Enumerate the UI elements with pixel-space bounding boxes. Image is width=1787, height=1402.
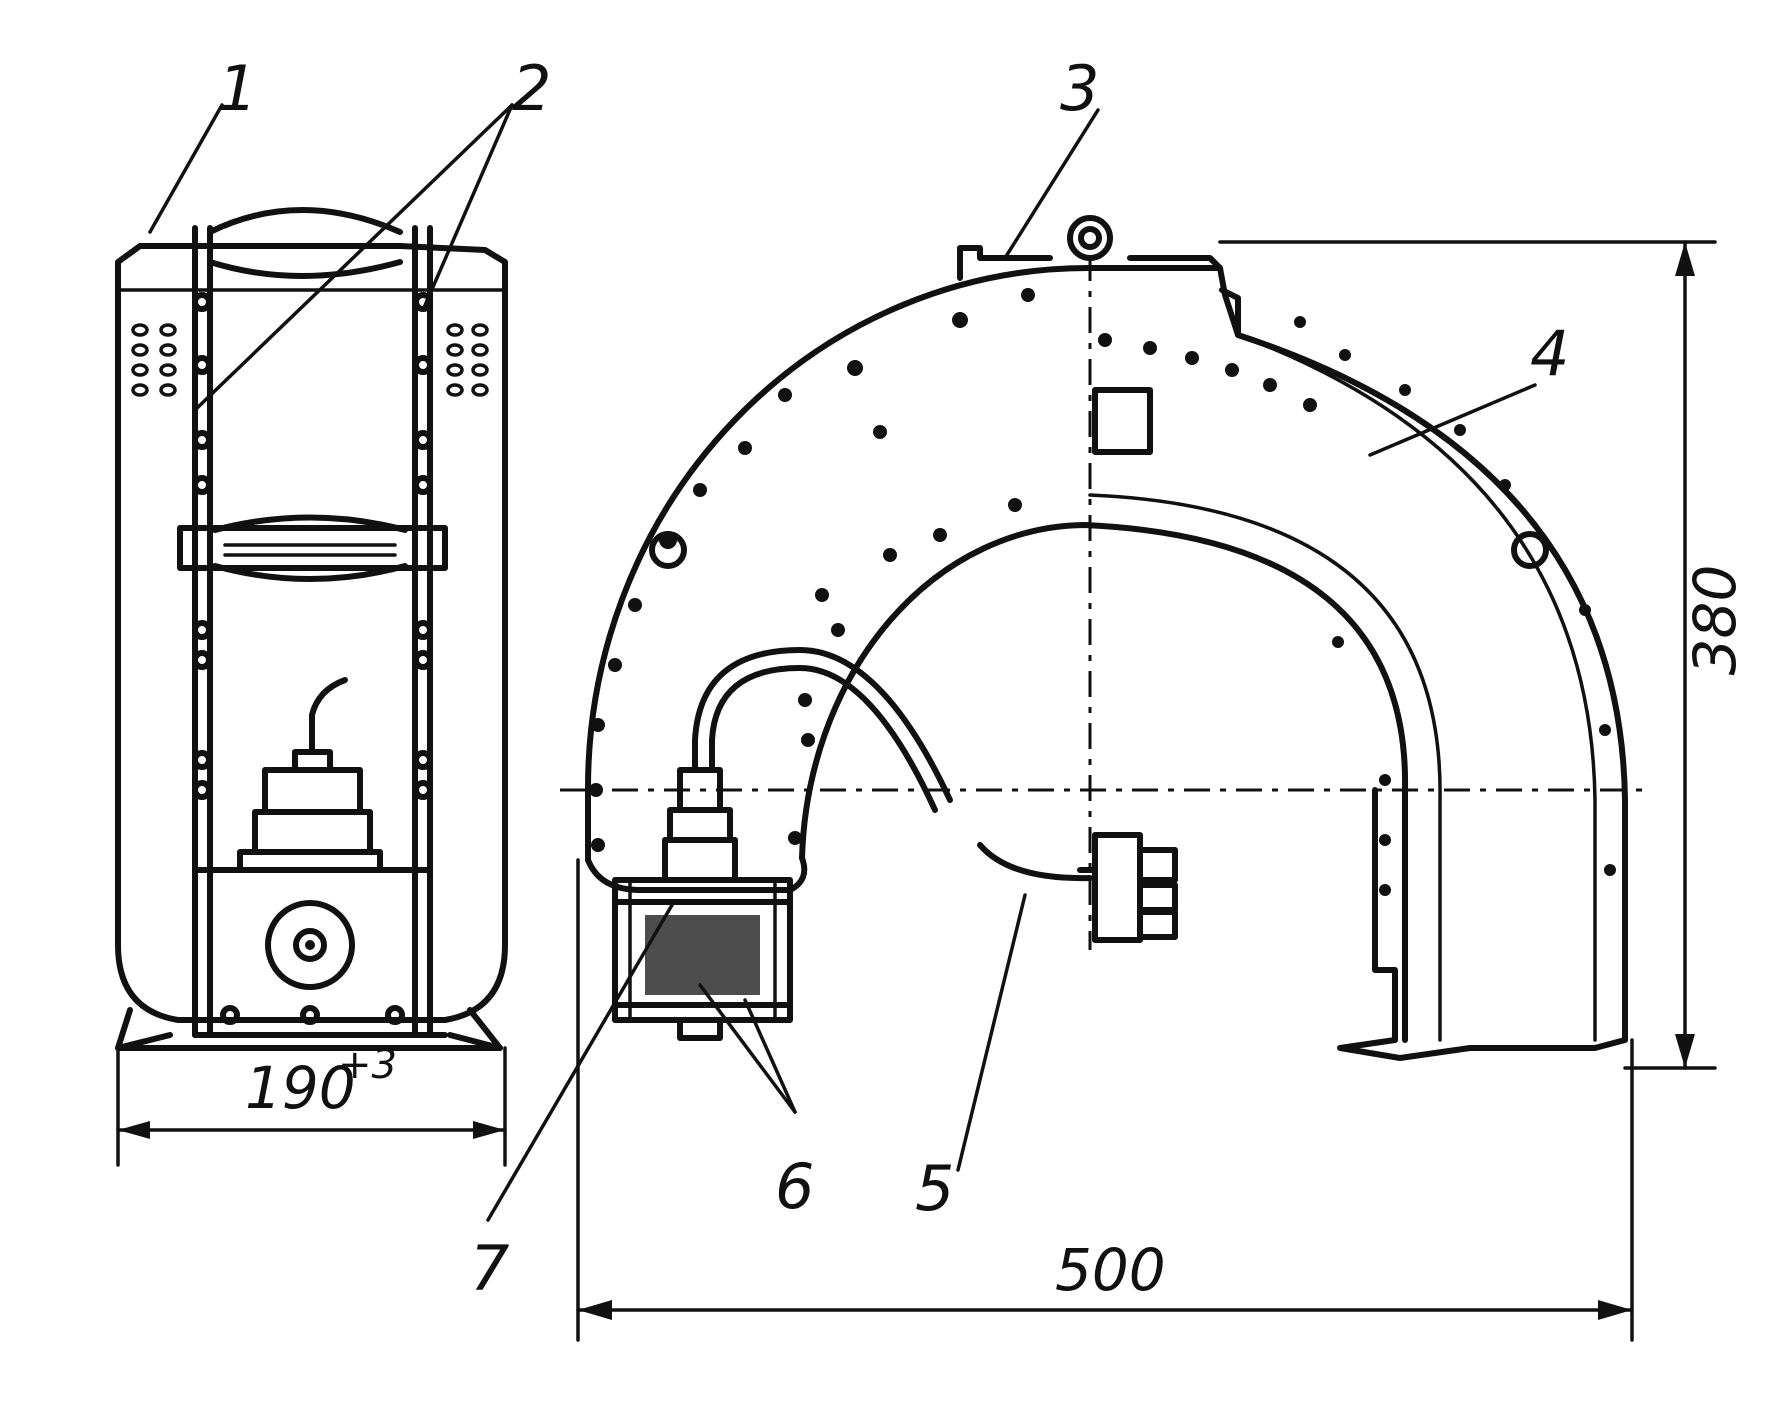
dimension-width-side-value: 190	[245, 1054, 356, 1122]
connector-plug	[1077, 832, 1178, 943]
bottom-lip	[585, 855, 808, 893]
callout-7: 7	[470, 1232, 509, 1305]
inner-leg	[1372, 787, 1398, 1043]
dimension-width-side-tolerance: +3	[338, 1042, 397, 1088]
callout-3-leader	[1003, 108, 1100, 260]
cable-loop-inner	[709, 665, 938, 813]
rim-boss-left	[649, 531, 687, 569]
dimension-width-front-value: 500	[1055, 1236, 1166, 1304]
rail-bolts	[192, 292, 433, 1025]
callout-6: 6	[775, 1150, 814, 1223]
callout-5: 5	[915, 1152, 954, 1225]
callout-2: 2	[512, 52, 551, 125]
callout-5-leader	[956, 893, 1027, 1172]
vent-holes	[131, 323, 489, 397]
cable-loop	[692, 647, 953, 803]
dimension-height-front-value: 380	[1681, 565, 1749, 676]
gear	[265, 900, 355, 990]
motor	[237, 677, 383, 873]
callout-1: 1	[218, 52, 257, 125]
lifting-eye	[1067, 215, 1113, 261]
top-lid	[207, 207, 403, 279]
arch-bolts	[589, 288, 1616, 896]
inner-rim-line	[1088, 493, 1442, 1042]
base	[115, 1007, 503, 1051]
callout-4: 4	[1530, 317, 1569, 390]
dimension-height-front	[1218, 240, 1717, 1070]
dimension-width-front	[576, 858, 1634, 1342]
dimension-width-side	[116, 1046, 507, 1167]
top-flange-right	[1127, 255, 1223, 271]
callout-1-leader	[148, 103, 224, 234]
callout-4-leader	[1368, 383, 1537, 457]
callout-3: 3	[1060, 52, 1099, 125]
callout-6-leader-b	[698, 983, 797, 1114]
rim-boss-right	[1511, 531, 1549, 569]
callout-7-leader	[486, 903, 674, 1222]
cable-lead	[977, 842, 1093, 882]
inspection-block	[1092, 387, 1153, 455]
outer-rim-inner-line	[1236, 333, 1597, 1042]
rails	[192, 225, 433, 1038]
front-view: 3 4 5 6 7 500 380	[470, 52, 1749, 1342]
callout-2-leader-b	[421, 103, 514, 312]
side-view-housing	[115, 243, 508, 1023]
lifting-eye-hole	[1078, 226, 1102, 250]
filter-assembly	[612, 767, 793, 1041]
spindle	[177, 514, 448, 582]
housing-step	[1219, 287, 1241, 338]
front-housing-inner	[799, 522, 1409, 1043]
callout-2-leader-a	[193, 103, 514, 412]
side-view: 1 2 190 +3	[115, 52, 551, 1167]
callout-6-leader-a	[743, 998, 797, 1114]
